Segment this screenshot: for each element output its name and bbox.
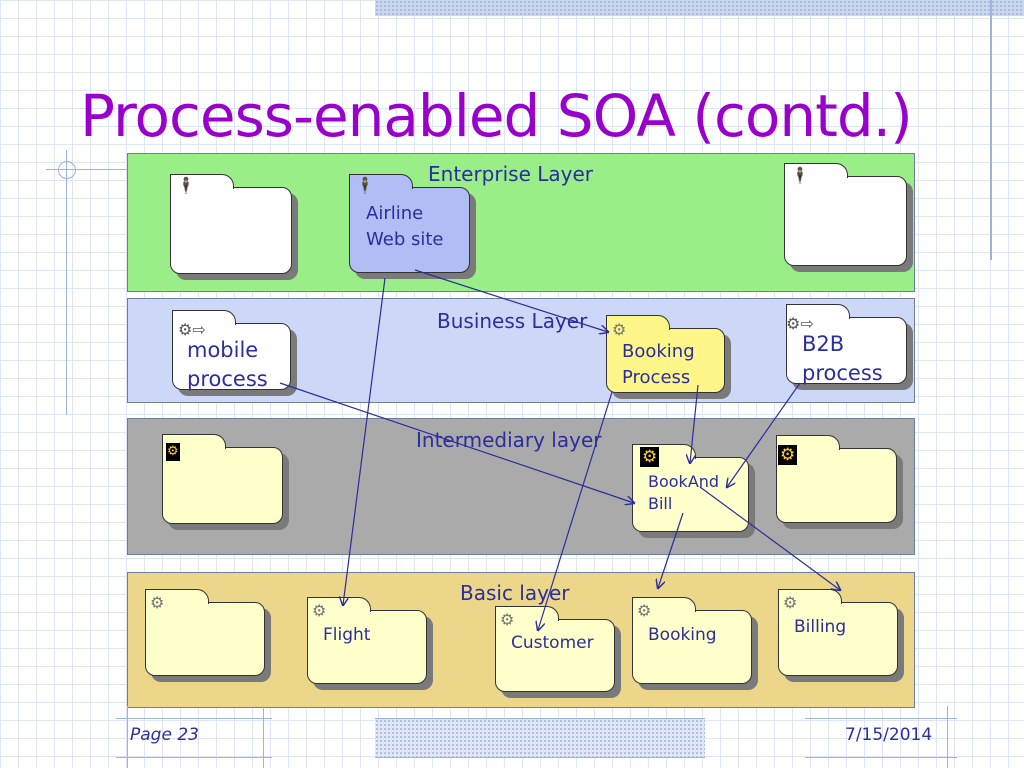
arrow-booking-process-to-customer [538, 391, 613, 630]
user-icon: 🕴 [355, 176, 375, 195]
arrow-b2b-to-bookandbill [727, 382, 801, 487]
billing-label: Billing [794, 617, 847, 637]
arrow-airline-to-flight [343, 277, 386, 605]
gear-icon: ⚙ [500, 610, 515, 629]
intermediary-folder-left[interactable] [162, 434, 283, 524]
airline-label-line1: Airline [366, 203, 424, 224]
enterprise-folder-left[interactable] [170, 174, 292, 274]
page-title: Process-enabled SOA (contd.) [80, 82, 913, 150]
mobile-label-line1: mobile [187, 338, 259, 362]
b2b-label-line2: process [802, 361, 883, 385]
business-layer-label: Business Layer [437, 309, 588, 333]
bookandbill-label-line2: Bill [648, 494, 673, 513]
user-icon: 🕴 [176, 176, 196, 195]
airline-website-folder[interactable] [349, 174, 470, 273]
top-decor-bar [375, 0, 1024, 16]
gear-icon: ⚙ [312, 601, 327, 620]
flight-label: Flight [323, 625, 371, 645]
footer-right-box [805, 718, 957, 758]
booking-process-label-line1: Booking [622, 341, 695, 362]
gear-icon: ⚙ [612, 320, 627, 339]
arrow-bookandbill-to-booking [658, 512, 684, 588]
process-arrow-icon: ⚙⇨ [178, 320, 206, 339]
mobile-process-folder[interactable] [172, 310, 291, 390]
date: 7/15/2014 [845, 725, 933, 745]
decor-circle [58, 161, 76, 179]
arrow-mobile-to-bookandbill [279, 382, 634, 503]
flight-folder[interactable] [307, 597, 427, 684]
gear-icon: ⚙ [783, 593, 798, 612]
booking-folder[interactable] [632, 597, 752, 684]
gears-icon: ⚙ [640, 447, 660, 467]
basic-folder-empty[interactable] [145, 589, 265, 676]
bookandbill-label-line1: BookAnd [648, 472, 720, 491]
booking-process-folder[interactable] [606, 315, 725, 393]
footer-center-box [375, 718, 705, 758]
arrow-booking-process-to-bookandbill [690, 384, 699, 463]
footer-left-rule [127, 706, 128, 768]
footer-left-rule-2 [263, 706, 264, 768]
booking-process-label-line2: Process [622, 367, 691, 388]
arrow-bookandbill-to-billing [699, 486, 840, 590]
b2b-label-line1: B2B [802, 332, 845, 356]
footer-left-box [116, 718, 272, 758]
customer-folder[interactable] [495, 606, 615, 692]
decor-line-horizontal [46, 169, 128, 170]
arrow-airline-to-booking-process [414, 269, 608, 332]
airline-label-line2: Web site [366, 229, 444, 250]
process-arrow-icon: ⚙⇨ [786, 314, 814, 333]
mobile-label-line2: process [187, 367, 268, 391]
gear-icon: ⚙ [637, 601, 652, 620]
customer-label: Customer [511, 633, 594, 653]
decor-line-left [66, 150, 67, 415]
booking-label: Booking [648, 625, 717, 645]
decor-line-right [990, 0, 992, 260]
gears-icon: ⚙ [778, 445, 798, 465]
footer-right-rule [947, 706, 948, 768]
enterprise-folder-right[interactable] [784, 163, 907, 266]
user-icon: 🕴 [790, 166, 810, 185]
enterprise-layer-label: Enterprise Layer [428, 162, 593, 186]
basic-layer-label: Basic layer [460, 581, 570, 605]
gears-icon: ⚙ [166, 443, 180, 461]
b2b-process-folder[interactable] [786, 304, 907, 384]
billing-folder[interactable] [778, 589, 898, 676]
gear-icon: ⚙ [150, 593, 165, 612]
page-number: Page 23 [130, 725, 199, 745]
